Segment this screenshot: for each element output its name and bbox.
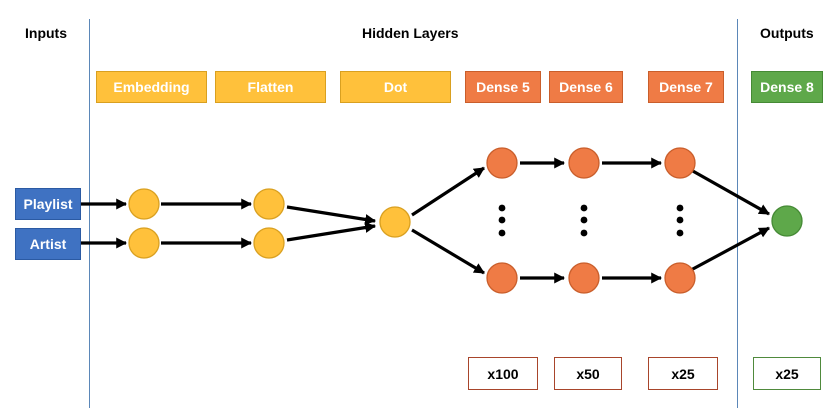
dense5-node-bottom <box>486 262 518 294</box>
input-artist: Artist <box>15 228 81 260</box>
layer-dense-7: Dense 7 <box>648 71 724 103</box>
layer-dense-5: Dense 5 <box>465 71 541 103</box>
layer-dot: Dot <box>340 71 451 103</box>
flatten-node-bottom <box>253 227 285 259</box>
edge-dot-dense5-bottom <box>411 228 485 275</box>
layer-dense-8: Dense 8 <box>751 71 823 103</box>
layer-embedding: Embedding <box>96 71 207 103</box>
dense6-node-top <box>568 147 600 179</box>
dense5-node-top <box>486 147 518 179</box>
edge-flatten-dot-top <box>286 205 377 225</box>
inputs-header: Inputs <box>25 25 67 41</box>
dense5-ellipsis <box>498 204 506 237</box>
embedding-node-bottom <box>128 227 160 259</box>
dense6-node-bottom <box>568 262 600 294</box>
edge-flatten-dot-bottom <box>286 222 377 242</box>
hidden-layers-header: Hidden Layers <box>362 25 459 41</box>
input-playlist: Playlist <box>15 188 81 220</box>
edge-dense7-output-bottom <box>690 226 770 272</box>
flatten-node-top <box>253 188 285 220</box>
dense6-count: x50 <box>554 357 622 390</box>
output-node <box>771 205 803 237</box>
dense7-count: x25 <box>648 357 718 390</box>
dense6-ellipsis <box>580 204 588 237</box>
dense5-count: x100 <box>468 357 538 390</box>
dense7-node-bottom <box>664 262 696 294</box>
outputs-divider <box>737 19 738 408</box>
embedding-node-top <box>128 188 160 220</box>
layer-flatten: Flatten <box>215 71 326 103</box>
layer-dense-6: Dense 6 <box>549 71 623 103</box>
dense8-count: x25 <box>753 357 821 390</box>
dense7-ellipsis <box>676 204 684 237</box>
dot-node <box>379 206 411 238</box>
outputs-header: Outputs <box>760 25 814 41</box>
edge-dense7-output-top <box>690 168 770 216</box>
edge-dot-dense5-top <box>411 166 485 217</box>
dense7-node-top <box>664 147 696 179</box>
inputs-divider <box>89 19 90 408</box>
